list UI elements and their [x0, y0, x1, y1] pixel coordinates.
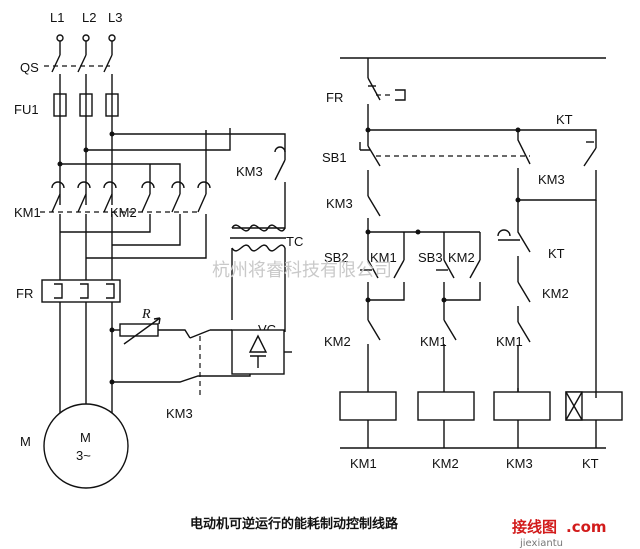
coil-km1: [339, 391, 397, 421]
motor-symbol: M: [80, 430, 91, 445]
terminal-l1: [56, 34, 64, 42]
power-circuit: L1 L2 L3 QS FU1 KM3: [14, 10, 303, 489]
motor-type: 3~: [76, 448, 91, 463]
motor-designator: M: [20, 434, 31, 449]
coil-label-kt: KT: [582, 456, 599, 471]
sb3-label: SB3: [418, 250, 443, 265]
control-circuit: FR KT SB1 KM3 SB2 KM1: [322, 57, 623, 471]
km2-mid-label: KM2: [542, 286, 569, 301]
km3-left-label: KM3: [326, 196, 353, 211]
fu1-label: FU1: [14, 102, 39, 117]
km1-hold-label: KM1: [370, 250, 397, 265]
phase-label-l3: L3: [108, 10, 122, 25]
phase-label-l2: L2: [82, 10, 96, 25]
terminal-l2: [82, 34, 90, 42]
sb2-label: SB2: [324, 250, 349, 265]
coil-km3: [493, 391, 551, 421]
km1-interlock-label: KM1: [420, 334, 447, 349]
km2-nc-interlock: [367, 300, 381, 392]
resistor-label: R: [141, 307, 151, 322]
sb3-km2-branch: [436, 232, 481, 303]
terminal-l3: [108, 34, 116, 42]
qs-switch: [44, 41, 113, 90]
fr-overload: [41, 245, 121, 420]
km1-nc-interlock: [443, 300, 457, 392]
resistor-r: [109, 317, 191, 345]
watermark-text: 杭州将睿科技有限公司: [212, 260, 392, 281]
sb1-stop-button: [359, 130, 530, 196]
transformer-tc: [230, 224, 286, 332]
km3-power-label: KM3: [236, 164, 263, 179]
sb1-label: SB1: [322, 150, 347, 165]
fu1-fuses: [53, 90, 119, 124]
km1-col3-contact: [517, 321, 531, 392]
coil-label-km1: KM1: [350, 456, 377, 471]
coil-km2: [417, 391, 475, 421]
coil-label-km3: KM3: [506, 456, 533, 471]
phase-label-l1: L1: [50, 10, 64, 25]
fr-power-label: FR: [16, 286, 33, 301]
sb2-km1-branch: [360, 232, 405, 303]
logo-suffix: .com: [566, 518, 607, 536]
km2-interlock-label: KM2: [324, 334, 351, 349]
km2-contacts: [60, 130, 211, 259]
logo-sub: jiexiantu: [519, 538, 563, 549]
km2-hold-label: KM2: [448, 250, 475, 265]
qs-label: QS: [20, 60, 39, 75]
kt-mid-label: KT: [548, 246, 565, 261]
tc-label: TC: [286, 234, 303, 249]
kt-timed-contacts: [515, 130, 597, 203]
coil-label-km2: KM2: [432, 456, 459, 471]
rectifier-vc: [231, 329, 292, 375]
logo-main: 接线图: [512, 518, 557, 536]
motor-m: M 3~: [43, 340, 129, 489]
fr-control-label: FR: [326, 90, 343, 105]
km1-col3-label: KM1: [496, 334, 523, 349]
site-logo: 接线图 .com jiexiantu: [512, 518, 607, 549]
km3-right-label: KM3: [538, 172, 565, 187]
diagram-caption: 电动机可逆运行的能耗制动控制线路: [190, 516, 399, 532]
fr-nc-contact: [367, 77, 406, 130]
coil-row: [339, 388, 623, 448]
kt-top-label: KT: [556, 112, 573, 127]
km3-rect-label: KM3: [166, 406, 193, 421]
km1-contacts: [40, 181, 118, 245]
km3-nc-contact: [367, 195, 381, 232]
km1-power-label: KM1: [14, 205, 41, 220]
km2-mid-contact: [517, 281, 531, 322]
kt-delay-contact: [497, 200, 597, 398]
